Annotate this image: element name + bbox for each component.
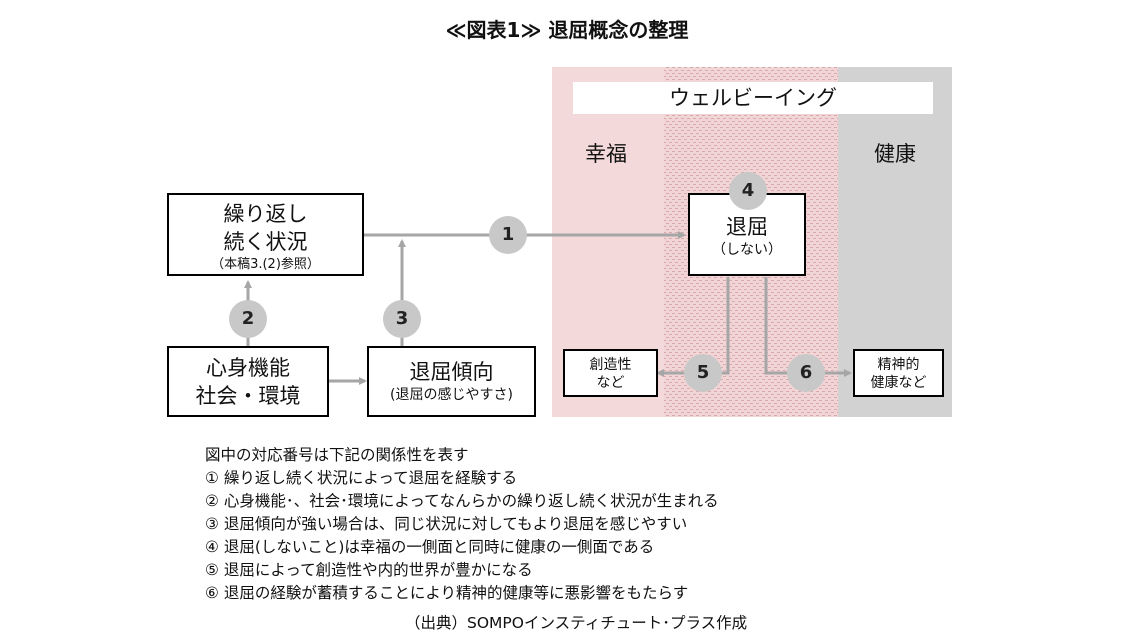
legend-item: ⑤ 退屈によって創造性や内的世界が豊かになる bbox=[205, 561, 533, 579]
boredom-line1: 退屈 bbox=[726, 215, 768, 239]
legend-item: ④ 退屈(しないこと)は幸福の一側面と同時に健康の一側面である bbox=[205, 538, 655, 556]
tendency-box: 退屈傾向 (退屈の感じやすさ) bbox=[367, 346, 536, 417]
legend-item: ① 繰り返し続く状況によって退屈を経験する bbox=[205, 469, 518, 487]
mental-health-line1: 精神的 bbox=[877, 357, 920, 373]
tendency-line1: 退屈傾向 bbox=[409, 360, 494, 384]
boredom-note: （しない） bbox=[712, 242, 782, 258]
legend: 図中の対応番号は下記の関係性を表す ① 繰り返し続く状況によって退屈を経験する … bbox=[205, 444, 719, 605]
marker-4: 4 bbox=[729, 172, 767, 210]
repeat-line2: 続く状況 bbox=[223, 230, 308, 254]
mindbody-line1: 心身機能 bbox=[206, 356, 290, 380]
repeat-line1: 繰り返し bbox=[223, 202, 308, 226]
source-note: （出典）SOMPOインスティチュート･プラス作成 bbox=[405, 614, 748, 632]
mindbody-line2: 社会・環境 bbox=[195, 384, 301, 408]
mindbody-box: 心身機能 社会・環境 bbox=[167, 346, 329, 417]
creativity-line1: 創造性 bbox=[589, 357, 632, 373]
marker-6: 6 bbox=[787, 354, 825, 392]
arrow-5 bbox=[656, 277, 730, 377]
boredom-box: 退屈 （しない） bbox=[688, 193, 806, 276]
legend-item: ③ 退屈傾向が強い場合は、同じ状況に対してもより退屈を感じやすい bbox=[205, 515, 688, 533]
legend-item: ⑥ 退屈の経験が蓄積することにより精神的健康等に悪影響をもたらす bbox=[205, 584, 689, 602]
diagram-title: ≪図表1≫ 退屈概念の整理 bbox=[445, 18, 689, 42]
tendency-note: (退屈の感じやすさ) bbox=[390, 387, 513, 403]
repeat-situation-box: 繰り返し 続く状況 （本稿3.(2)参照） bbox=[167, 193, 364, 276]
mental-health-line2: 健康など bbox=[870, 375, 927, 391]
legend-heading: 図中の対応番号は下記の関係性を表す bbox=[205, 446, 469, 464]
mental-health-box: 精神的 健康など bbox=[853, 349, 944, 397]
happiness-label: 幸福 bbox=[585, 142, 627, 166]
marker-1: 1 bbox=[489, 216, 527, 254]
legend-item: ② 心身機能･、社会･環境によってなんらかの繰り返し続く状況が生まれる bbox=[205, 492, 719, 510]
marker-3: 3 bbox=[383, 300, 421, 338]
creativity-line2: など bbox=[596, 375, 625, 391]
wellbeing-banner: ウェルビーイング bbox=[573, 82, 933, 114]
marker-5: 5 bbox=[684, 354, 722, 392]
repeat-note: （本稿3.(2)参照） bbox=[211, 257, 320, 272]
marker-2: 2 bbox=[229, 300, 267, 338]
health-label: 健康 bbox=[874, 142, 916, 166]
creativity-box: 創造性 など bbox=[563, 349, 658, 397]
